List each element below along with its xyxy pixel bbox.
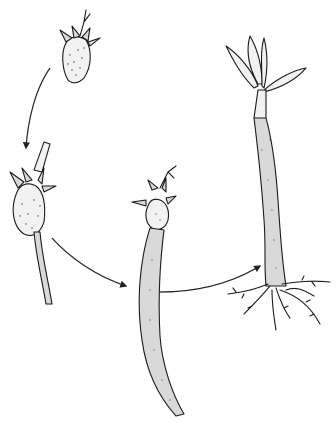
leaf-top-right [262, 38, 268, 88]
stage-established-seedling [226, 36, 330, 330]
arrow-stage2-to-stage3 [52, 238, 126, 286]
stage-propagule-fruit [60, 10, 100, 83]
arrow-stage3-to-stage4 [160, 266, 260, 292]
stage-germinating-fruit [10, 142, 56, 304]
arrow-stage1-to-stage2 [26, 68, 50, 148]
leaf-right [264, 68, 306, 92]
